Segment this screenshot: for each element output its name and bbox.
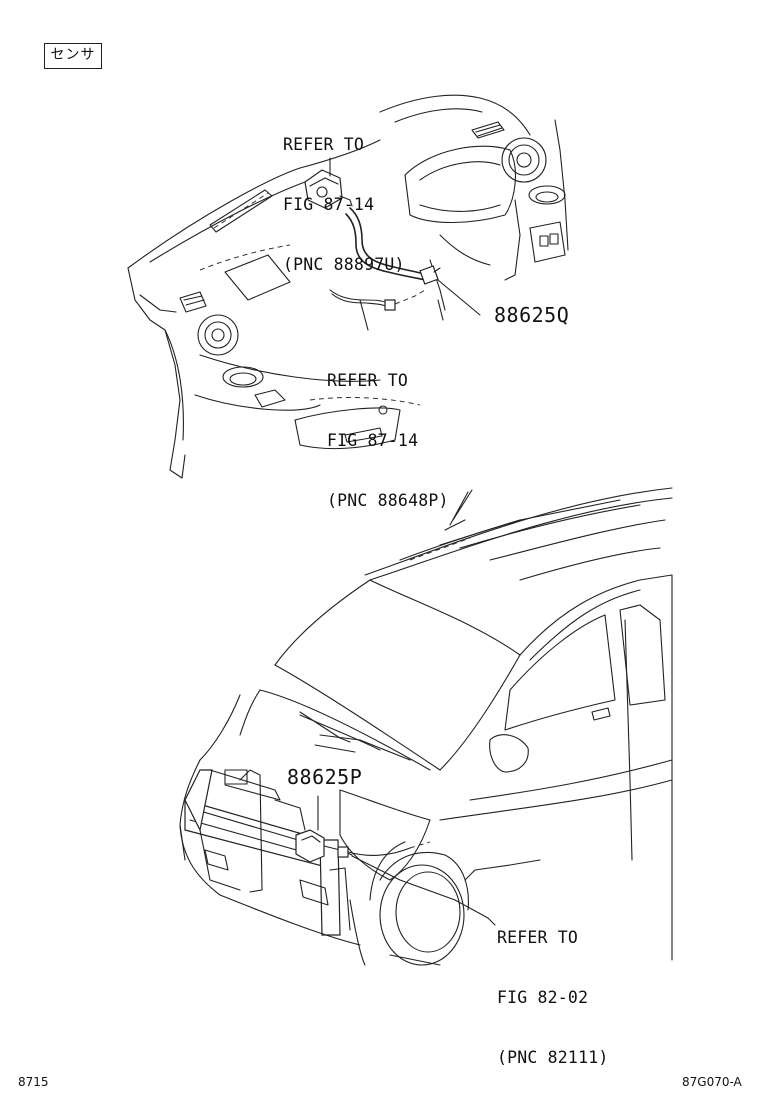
dashboard-illustration bbox=[127, 94, 569, 479]
footer-left-code: 8715 bbox=[18, 1075, 49, 1089]
callout-line: FIG 82-02 bbox=[497, 988, 589, 1007]
callout-line: FIG 87-14 bbox=[283, 195, 375, 214]
section-tag: センサ bbox=[44, 43, 102, 69]
callout-refer-88897u: REFER TO FIG 87-14 (PNC 88897U) bbox=[283, 95, 405, 295]
footer-right-code: 87G070-A bbox=[682, 1075, 742, 1089]
callout-line: REFER TO bbox=[497, 928, 579, 947]
callout-line: (PNC 88648P) bbox=[327, 491, 449, 510]
callout-line: REFER TO bbox=[327, 371, 409, 390]
callout-refer-82111: REFER TO FIG 82-02 (PNC 82111) bbox=[497, 888, 608, 1088]
wire-88648p bbox=[329, 289, 426, 311]
sensor-88625p bbox=[295, 829, 431, 863]
callout-line: REFER TO bbox=[283, 135, 365, 154]
vehicle-illustration bbox=[179, 487, 673, 966]
wire-harness-88625q bbox=[345, 207, 441, 285]
part-number-88625p: 88625P bbox=[287, 765, 363, 789]
part-number-88625q: 88625Q bbox=[494, 303, 570, 327]
callout-refer-88648p: REFER TO FIG 87-14 (PNC 88648P) bbox=[327, 331, 449, 531]
callout-line: (PNC 82111) bbox=[497, 1048, 609, 1067]
callout-line: FIG 87-14 bbox=[327, 431, 419, 450]
sensor-88897u bbox=[304, 169, 353, 209]
callout-line: (PNC 88897U) bbox=[283, 255, 405, 274]
